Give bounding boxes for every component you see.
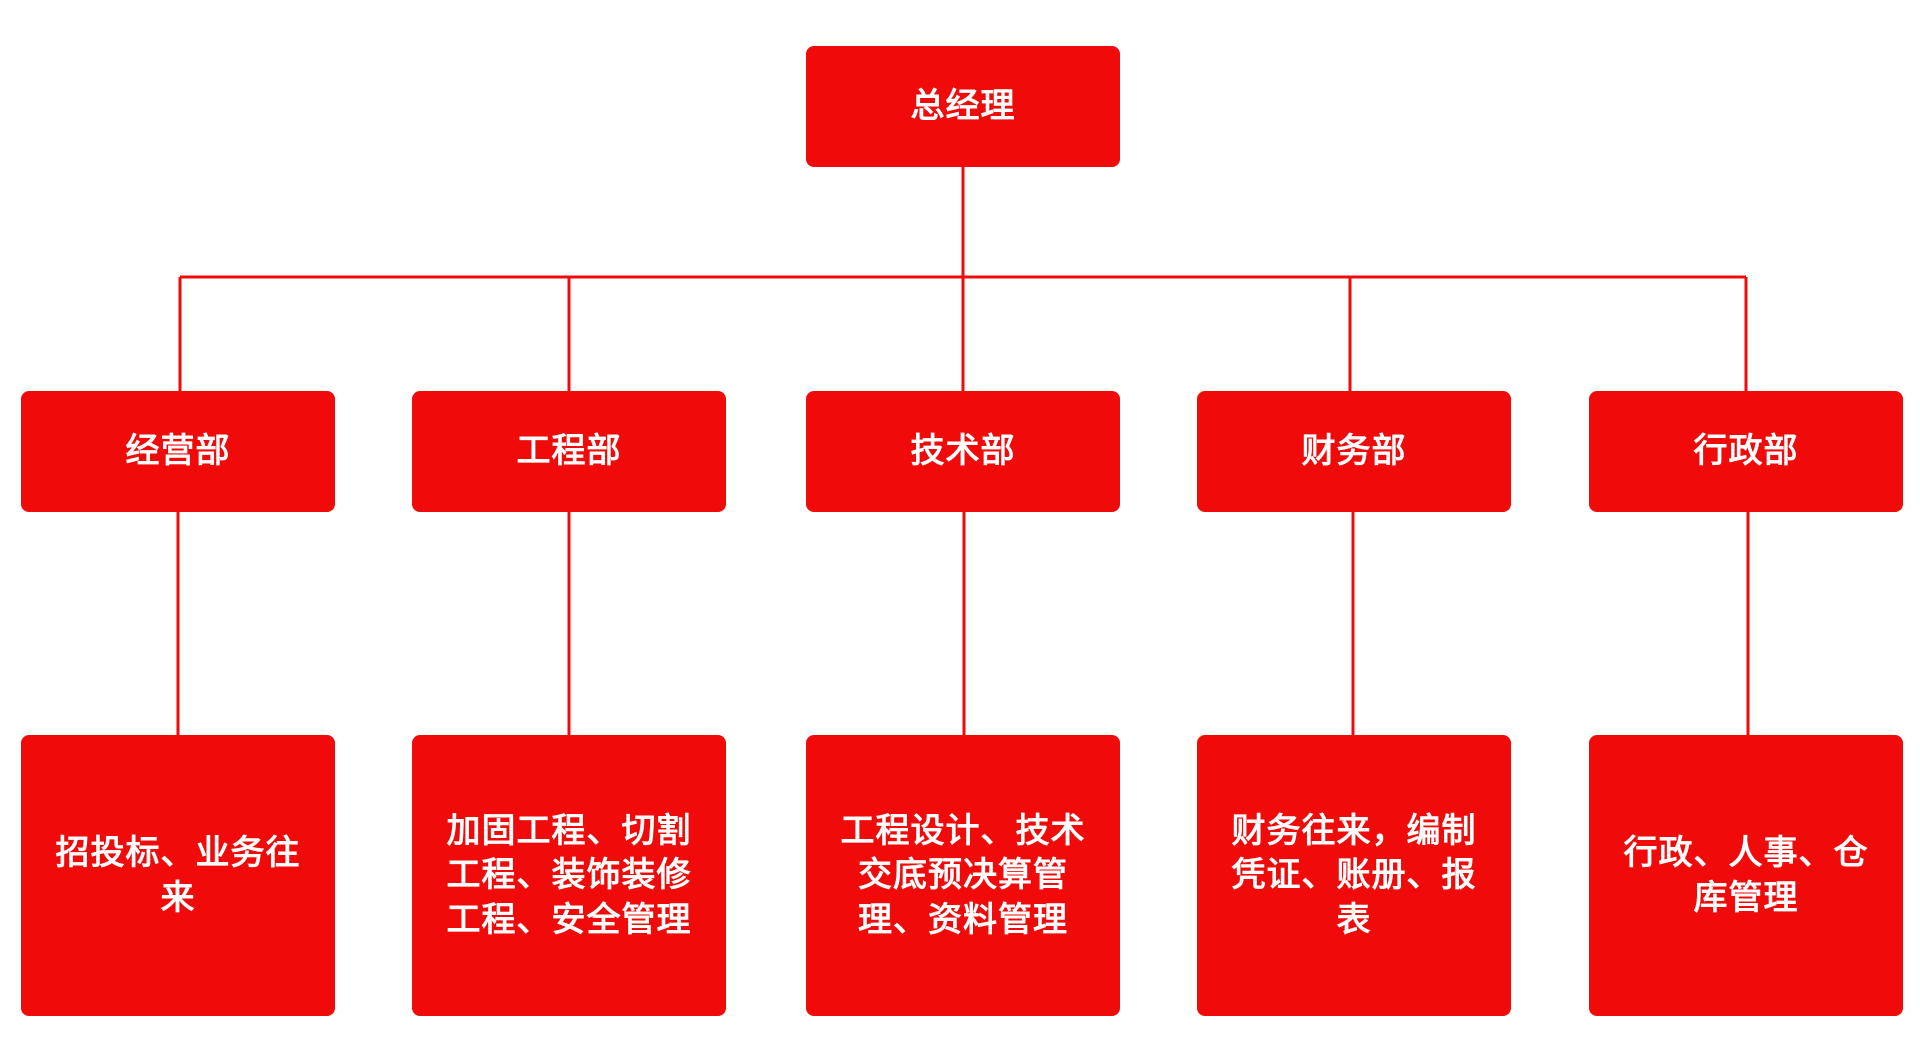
dept-label-admin: 行政部 (1693, 431, 1799, 472)
duty-box-business: 招投标、业务往来 (21, 735, 335, 1016)
dept-box-business: 经营部 (21, 391, 335, 512)
duty-text-engineering: 加固工程、切割工程、装饰装修工程、安全管理 (446, 811, 692, 940)
dept-label-technology: 技术部 (910, 431, 1016, 472)
duty-box-finance: 财务往来，编制凭证、账册、报表 (1197, 735, 1511, 1016)
general-manager-box: 总经理 (806, 46, 1120, 167)
dept-box-technology: 技术部 (806, 391, 1120, 512)
duty-box-admin: 行政、人事、仓库管理 (1589, 735, 1903, 1016)
duty-text-technology: 工程设计、技术交底预决算管理、资料管理 (840, 811, 1086, 940)
dept-box-engineering: 工程部 (412, 391, 726, 512)
dept-label-engineering: 工程部 (516, 431, 622, 472)
duty-text-business: 招投标、业务往来 (55, 833, 301, 918)
duty-box-engineering: 加固工程、切割工程、装饰装修工程、安全管理 (412, 735, 726, 1016)
dept-box-finance: 财务部 (1197, 391, 1511, 512)
duty-text-finance: 财务往来，编制凭证、账册、报表 (1231, 811, 1477, 940)
dept-label-business: 经营部 (125, 431, 231, 472)
dept-box-admin: 行政部 (1589, 391, 1903, 512)
general-manager-label: 总经理 (910, 86, 1016, 127)
dept-label-finance: 财务部 (1301, 431, 1407, 472)
duty-box-technology: 工程设计、技术交底预决算管理、资料管理 (806, 735, 1120, 1016)
duty-text-admin: 行政、人事、仓库管理 (1623, 833, 1869, 918)
